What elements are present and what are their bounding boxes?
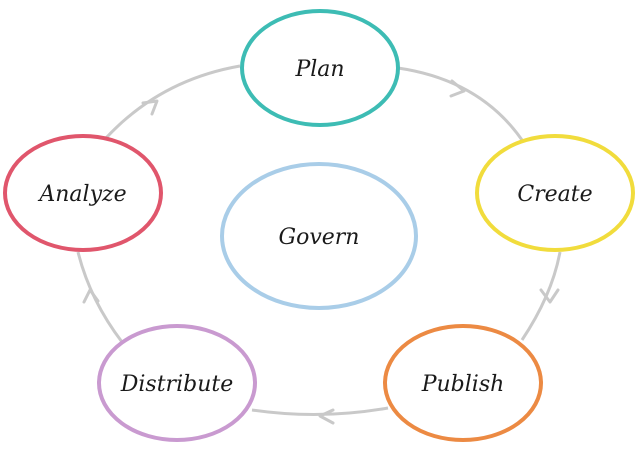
node-distribute-ring (97, 324, 257, 442)
node-plan: Plan (240, 9, 400, 127)
edge-publish-to-distribute (251, 406, 389, 417)
edge-analyze-to-plan (104, 64, 241, 140)
arrowhead-distribute-to-analyze (82, 288, 100, 304)
edge-plan-to-create (397, 66, 524, 141)
node-distribute-label: Distribute (120, 372, 233, 397)
edge-distribute-to-analyze (76, 251, 124, 343)
node-analyze-ring (3, 134, 163, 252)
node-create-ring (475, 134, 635, 252)
node-govern-ring (220, 162, 418, 310)
node-create-label: Create (517, 182, 592, 207)
arrowheads (82, 79, 560, 425)
node-govern: Govern (220, 162, 418, 310)
arrowhead-publish-to-distribute (318, 408, 335, 425)
node-govern-label: Govern (279, 225, 360, 250)
node-analyze-label: Analyze (37, 182, 126, 207)
arrowhead-plan-to-create (449, 79, 466, 98)
arrowhead-analyze-to-plan (141, 99, 159, 116)
arrowhead-create-to-publish (539, 288, 560, 304)
node-distribute: Distribute (97, 324, 257, 442)
node-create: Create (475, 134, 635, 252)
node-publish-label: Publish (421, 372, 505, 397)
node-analyze: Analyze (3, 134, 163, 252)
node-publish-ring (383, 324, 543, 442)
node-plan-ring (240, 9, 400, 127)
node-publish: Publish (383, 324, 543, 442)
node-plan-label: Plan (294, 57, 344, 82)
